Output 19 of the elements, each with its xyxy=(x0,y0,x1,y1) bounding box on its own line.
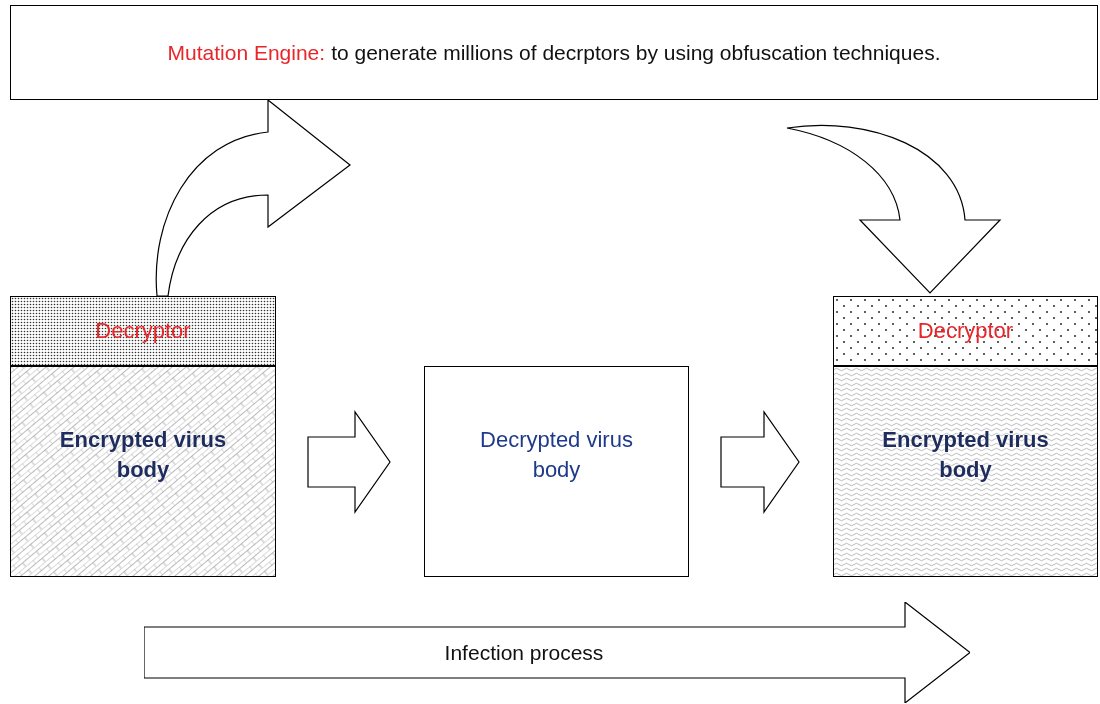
heading-text: Mutation Engine: xyxy=(167,39,326,66)
block-arrow xyxy=(155,99,351,297)
body-label: Encrypted virus body xyxy=(881,426,1050,484)
decryptor-label: Decryptor xyxy=(917,320,1014,342)
block-arrow xyxy=(786,124,1001,294)
virus-body-box xyxy=(10,366,276,577)
decryptor-box xyxy=(833,296,1098,366)
decryptor-label: Decryptor xyxy=(95,320,191,342)
body-label: Decrypted virus body xyxy=(479,426,634,484)
virus-body-box xyxy=(424,366,689,577)
description-box xyxy=(10,5,1098,100)
process-label: Infection process xyxy=(443,639,605,666)
body-label: Encrypted virus body xyxy=(58,426,228,484)
block-arrow xyxy=(144,602,970,703)
block-arrow xyxy=(307,410,391,514)
virus-body-box xyxy=(833,366,1098,577)
block-arrow xyxy=(720,410,800,514)
description-text: to generate millions of decrptors by using obfuscation techniques. xyxy=(331,39,941,66)
decryptor-box xyxy=(10,296,276,366)
